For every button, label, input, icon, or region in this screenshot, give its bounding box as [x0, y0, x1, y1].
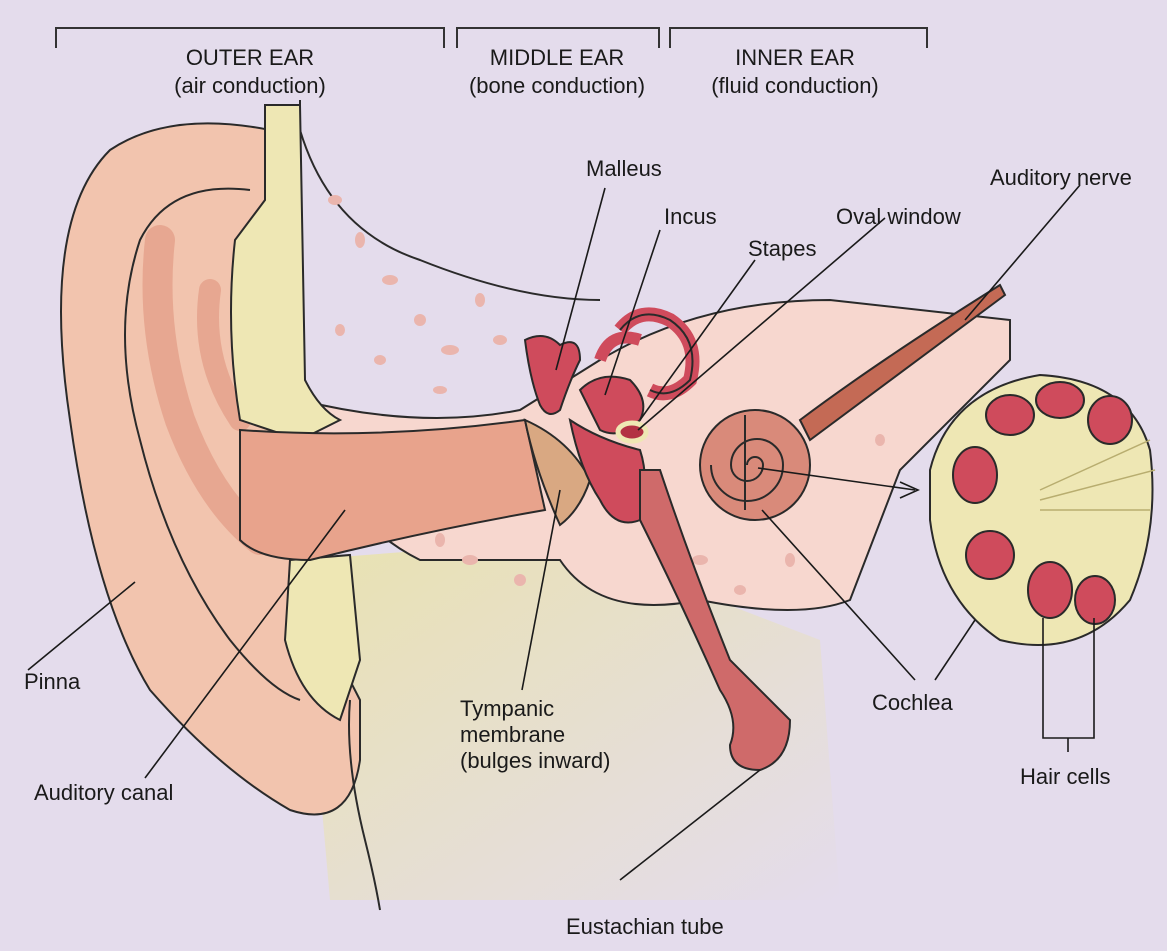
section-subtitle: (air conduction) [150, 72, 350, 100]
cochlea-cross-section [930, 375, 1155, 645]
section-subtitle: (bone conduction) [447, 72, 667, 100]
label-hair-cells: Hair cells [1020, 764, 1110, 790]
label-oval-window: Oval window [836, 204, 961, 230]
label-auditory-nerve: Auditory nerve [990, 165, 1132, 191]
label-tympanic-membrane: Tympanic membrane (bulges inward) [460, 696, 610, 774]
section-title: OUTER EAR [150, 44, 350, 72]
section-header-outer-ear: OUTER EAR (air conduction) [150, 44, 350, 100]
section-title: INNER EAR [690, 44, 900, 72]
label-pinna: Pinna [24, 669, 80, 695]
section-subtitle: (fluid conduction) [690, 72, 900, 100]
label-eustachian-tube: Eustachian tube [566, 914, 724, 940]
label-cochlea: Cochlea [872, 690, 953, 716]
label-incus: Incus [664, 204, 717, 230]
label-stapes: Stapes [748, 236, 817, 262]
label-auditory-canal: Auditory canal [34, 780, 173, 806]
cochlea-shape [700, 410, 810, 520]
label-line: membrane [460, 722, 610, 748]
section-header-inner-ear: INNER EAR (fluid conduction) [690, 44, 900, 100]
section-title: MIDDLE EAR [447, 44, 667, 72]
label-malleus: Malleus [586, 156, 662, 182]
label-line: Tympanic [460, 696, 610, 722]
section-header-middle-ear: MIDDLE EAR (bone conduction) [447, 44, 667, 100]
label-line: (bulges inward) [460, 748, 610, 774]
